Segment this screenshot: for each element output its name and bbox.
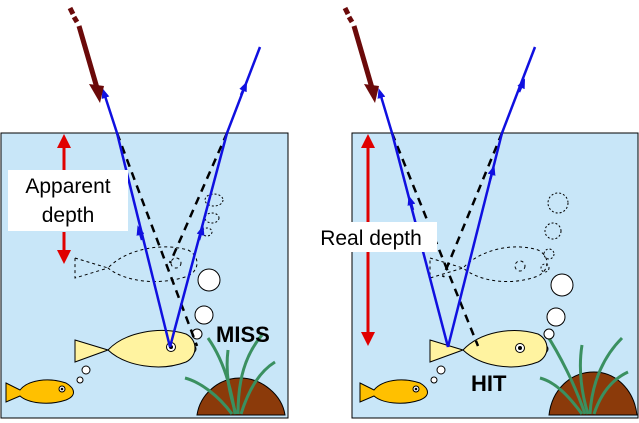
ghost-fish-left	[74, 246, 198, 283]
hit-label: HIT	[471, 371, 507, 396]
fish-icon	[429, 330, 548, 368]
bubble-icon	[430, 273, 574, 384]
apparent-depth-label-bg	[8, 170, 128, 231]
apparent-depth-label-line1: Apparent	[25, 175, 110, 198]
small-fish-left	[5, 379, 74, 404]
apparent-depth-label-line2: depth	[42, 204, 95, 227]
right-panel: Real depth HIT	[305, 6, 639, 419]
spear-icon	[67, 6, 104, 103]
seaweed-icon	[539, 331, 629, 415]
depth-arrow-left	[57, 134, 71, 264]
miss-label: MISS	[216, 322, 270, 347]
spear-icon	[342, 6, 379, 103]
real-depth-label: Real depth	[320, 227, 422, 250]
water-tank-right	[351, 132, 639, 419]
ghost-bubbles-right	[540, 192, 569, 273]
left-panel: Apparent depth MISS	[0, 6, 289, 419]
small-fish-right	[359, 379, 428, 404]
depth-arrow-right	[361, 134, 375, 346]
real-depth-label-bg	[305, 222, 437, 252]
light-rays-left	[101, 46, 262, 348]
apparent-sight-lines-left	[115, 132, 229, 347]
seaweed-icon	[184, 334, 276, 415]
